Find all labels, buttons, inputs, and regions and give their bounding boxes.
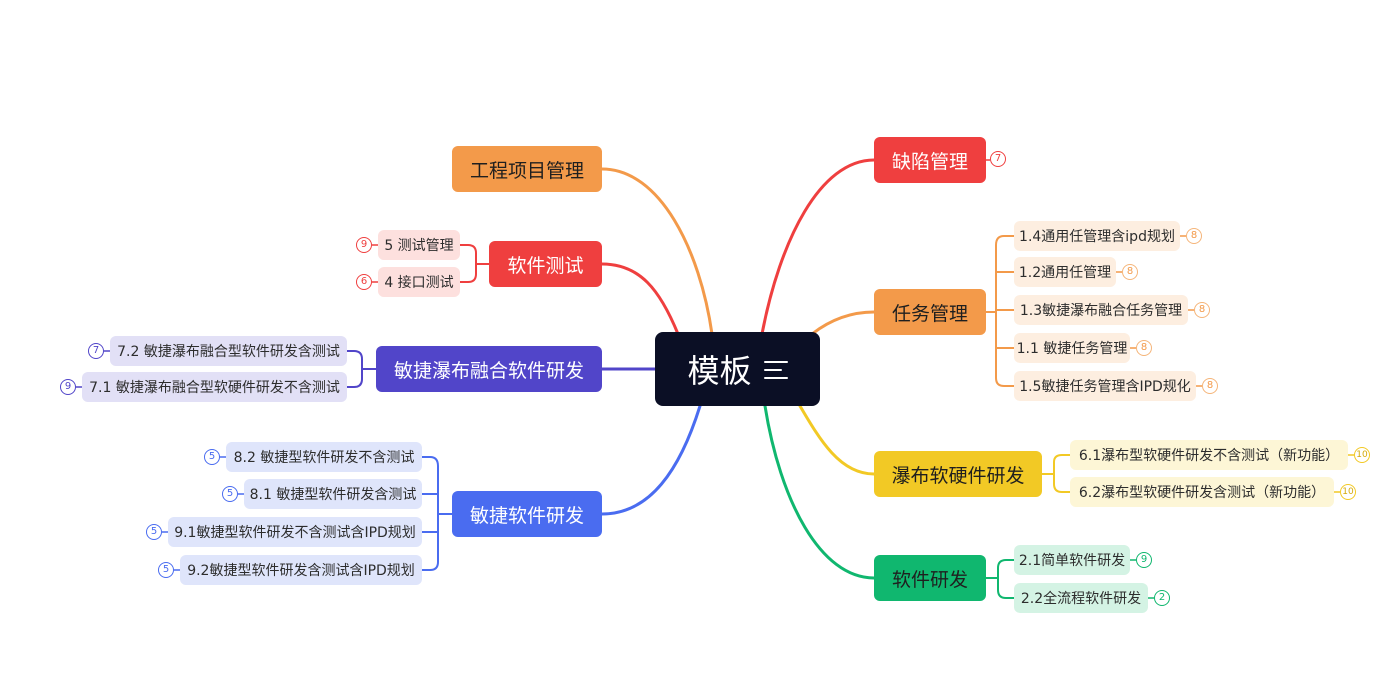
subtopic-label: 6.1瀑布型软硬件研发不含测试（新功能） xyxy=(1078,448,1340,464)
subtopic-label: 6.2瀑布型软硬件研发含测试（新功能） xyxy=(1078,485,1326,501)
count-badge[interactable]: 8 xyxy=(1194,302,1210,318)
topic-engineering-project[interactable]: 工程项目管理 xyxy=(452,146,602,192)
count-badge[interactable]: 5 xyxy=(158,562,174,578)
subtopic-testing-2[interactable]: 4 接口测试 xyxy=(378,267,460,297)
count-badge[interactable]: 2 xyxy=(1154,590,1170,606)
count-badge[interactable]: 9 xyxy=(60,379,76,395)
subtopic-label: 8.2 敏捷型软件研发不含测试 xyxy=(233,450,415,466)
subtopic-software-1[interactable]: 2.1简单软件研发 xyxy=(1014,545,1130,575)
subtopic-label: 4 接口测试 xyxy=(384,275,454,291)
count-badge[interactable]: 5 xyxy=(146,524,162,540)
count-badge[interactable]: 10 xyxy=(1340,484,1356,500)
count-badge[interactable]: 10 xyxy=(1354,447,1370,463)
topic-label: 缺陷管理 xyxy=(891,150,968,173)
count-badge[interactable]: 8 xyxy=(1186,228,1202,244)
subtopic-testing-1[interactable]: 5 测试管理 xyxy=(378,230,460,260)
subtopic-task-5[interactable]: 1.5敏捷任务管理含IPD规化 xyxy=(1014,371,1196,401)
subtopic-label: 1.1 敏捷任务管理 xyxy=(1016,341,1128,357)
count-badge[interactable]: 8 xyxy=(1136,340,1152,356)
link-waterfall-children xyxy=(1041,454,1071,493)
topic-label: 工程项目管理 xyxy=(469,159,584,182)
topic-label: 任务管理 xyxy=(891,302,968,325)
count-badge[interactable]: 8 xyxy=(1202,378,1218,394)
link-agile xyxy=(600,404,702,516)
subtopic-hybrid-1[interactable]: 7.2 敏捷瀑布融合型软件研发含测试 xyxy=(110,336,347,366)
count-badge[interactable]: 9 xyxy=(356,237,372,253)
subtopic-label: 1.4通用任管理含ipd规划 xyxy=(1019,229,1175,245)
subtopic-label: 2.2全流程软件研发 xyxy=(1020,591,1142,607)
subtopic-label: 7.2 敏捷瀑布融合型软件研发含测试 xyxy=(117,344,340,360)
root-node[interactable]: 模板 xyxy=(655,332,820,406)
subtopic-waterfall-1[interactable]: 6.1瀑布型软硬件研发不含测试（新功能） xyxy=(1070,440,1348,470)
subtopic-task-3[interactable]: 1.3敏捷瀑布融合任务管理 xyxy=(1014,295,1188,325)
topic-label: 敏捷软件研发 xyxy=(469,504,584,527)
subtopic-agile-2[interactable]: 8.1 敏捷型软件研发含测试 xyxy=(244,479,422,509)
count-badge[interactable]: 7 xyxy=(88,343,104,359)
topic-agile-waterfall-hybrid[interactable]: 敏捷瀑布融合软件研发 xyxy=(376,346,602,392)
subtopic-task-1[interactable]: 1.4通用任管理含ipd规划 xyxy=(1014,221,1180,251)
topic-software-rd[interactable]: 软件研发 xyxy=(874,555,986,601)
topic-waterfall-rd[interactable]: 瀑布软硬件研发 xyxy=(874,451,1042,497)
link-defect xyxy=(760,158,876,336)
subtopic-label: 9.2敏捷型软件研发含测试含IPD规划 xyxy=(187,563,415,579)
subtopic-hybrid-2[interactable]: 7.1 敏捷瀑布融合型软硬件研发不含测试 xyxy=(82,372,347,402)
link-agile-children xyxy=(421,456,453,571)
subtopic-label: 9.1敏捷型软件研发不含测试含IPD规划 xyxy=(174,525,416,541)
subtopic-label: 5 测试管理 xyxy=(384,238,454,254)
count-badge[interactable]: 5 xyxy=(222,486,238,502)
topic-task-management[interactable]: 任务管理 xyxy=(874,289,986,335)
link-waterfall xyxy=(798,404,876,476)
root-label: 模板 xyxy=(687,352,752,390)
topic-software-testing[interactable]: 软件测试 xyxy=(489,241,602,287)
subtopic-agile-4[interactable]: 9.2敏捷型软件研发含测试含IPD规划 xyxy=(180,555,422,585)
subtopic-waterfall-2[interactable]: 6.2瀑布型软硬件研发含测试（新功能） xyxy=(1070,477,1334,507)
subtopic-label: 1.5敏捷任务管理含IPD规化 xyxy=(1019,379,1191,395)
subtopic-agile-3[interactable]: 9.1敏捷型软件研发不含测试含IPD规划 xyxy=(168,517,422,547)
menu-lines-icon[interactable] xyxy=(763,361,788,379)
topic-defect-management[interactable]: 缺陷管理 xyxy=(874,137,986,183)
link-software-children xyxy=(985,559,1015,599)
count-badge[interactable]: 6 xyxy=(356,274,372,290)
link-testing-children xyxy=(459,244,490,283)
link-hybrid-children xyxy=(346,350,377,388)
subtopic-label: 8.1 敏捷型软件研发含测试 xyxy=(249,487,417,503)
subtopic-task-4[interactable]: 1.1 敏捷任务管理 xyxy=(1014,333,1130,363)
topic-label: 软件研发 xyxy=(891,568,968,591)
count-badge[interactable]: 9 xyxy=(1136,552,1152,568)
subtopic-agile-1[interactable]: 8.2 敏捷型软件研发不含测试 xyxy=(226,442,422,472)
topic-label: 瀑布软硬件研发 xyxy=(891,464,1025,487)
topic-label: 敏捷瀑布融合软件研发 xyxy=(393,359,584,382)
link-engineering xyxy=(600,167,714,336)
subtopic-label: 2.1简单软件研发 xyxy=(1018,553,1126,569)
count-badge[interactable]: 5 xyxy=(204,449,220,465)
topic-label: 软件测试 xyxy=(507,254,584,277)
subtopic-label: 7.1 敏捷瀑布融合型软硬件研发不含测试 xyxy=(89,380,340,396)
count-badge[interactable]: 7 xyxy=(990,151,1006,167)
link-task xyxy=(810,310,876,336)
topic-agile-software-rd[interactable]: 敏捷软件研发 xyxy=(452,491,602,537)
subtopic-label: 1.2通用任管理 xyxy=(1018,265,1112,281)
link-task-children xyxy=(985,235,1015,387)
subtopic-label: 1.3敏捷瀑布融合任务管理 xyxy=(1019,303,1183,319)
link-software xyxy=(763,404,876,580)
subtopic-task-2[interactable]: 1.2通用任管理 xyxy=(1014,257,1116,287)
link-testing xyxy=(600,262,680,336)
count-badge[interactable]: 8 xyxy=(1122,264,1138,280)
subtopic-software-2[interactable]: 2.2全流程软件研发 xyxy=(1014,583,1148,613)
